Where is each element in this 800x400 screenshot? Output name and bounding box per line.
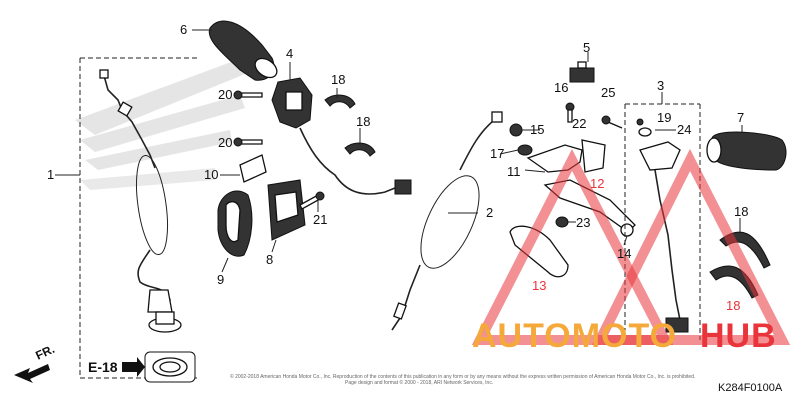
part-label-11: 11 — [507, 164, 521, 179]
throttle-cable — [99, 69, 182, 333]
part-label-16: 16 — [554, 80, 568, 95]
part-label-18-bottom: 18 — [726, 298, 740, 313]
part-label-2: 2 — [486, 205, 493, 220]
part-label-5: 5 — [583, 40, 590, 55]
part-label-20-bottom: 20 — [218, 135, 232, 150]
part-label-20-top: 20 — [218, 87, 232, 102]
clutch-switch — [569, 61, 595, 83]
diagram-code: K284F0100A — [718, 382, 783, 394]
part-label-7: 7 — [737, 110, 744, 125]
throttle-grip — [208, 20, 278, 81]
reference-tag: E-18 — [88, 359, 118, 375]
part-label-3: 3 — [657, 78, 664, 93]
e18-reference: E-18 — [88, 351, 196, 383]
bolt-and-collar — [509, 123, 533, 156]
part-label-15: 15 — [530, 122, 544, 137]
part-label-19: 19 — [657, 110, 671, 125]
watermark-text-primary: AUTOMOTO — [472, 317, 677, 355]
part-label-10: 10 — [204, 167, 218, 182]
copyright-line-2: Page design and format © 2000 - 2018, AR… — [345, 379, 493, 386]
honda-wing-emblem — [75, 55, 255, 190]
nut-23 — [555, 216, 569, 228]
screws-16-22-25 — [565, 102, 623, 129]
part-label-13: 13 — [532, 278, 546, 293]
cable-clamps-left — [324, 94, 376, 157]
arrow-front-icon — [14, 364, 50, 383]
lever-protector — [509, 225, 569, 278]
front-direction-indicator: FR. — [14, 342, 57, 383]
copyright-line-1: © 2002-2018 American Honda Motor Co., In… — [230, 373, 695, 380]
leader-lines — [192, 29, 743, 273]
part-label-18-mid: 18 — [356, 114, 370, 129]
watermark: AUTOMOTO HUB — [471, 148, 791, 355]
watermark-text-secondary: HUB — [700, 317, 777, 355]
direction-tag: FR. — [33, 342, 56, 363]
part-label-21: 21 — [313, 212, 327, 227]
arrow-right-icon — [122, 357, 145, 377]
switch-housing — [271, 77, 412, 195]
part-label-25: 25 — [601, 85, 615, 100]
switch-wiring — [636, 118, 689, 333]
part-label-14: 14 — [617, 246, 631, 261]
part-label-18-top: 18 — [331, 72, 345, 87]
part-label-9: 9 — [217, 272, 224, 287]
clutch-cable — [391, 111, 503, 331]
part-label-18-right: 18 — [734, 204, 748, 219]
part-label-24: 24 — [677, 122, 691, 137]
part-label-22: 22 — [572, 116, 586, 131]
part-label-4: 4 — [286, 46, 293, 61]
lower-housing — [217, 154, 267, 257]
part-label-17: 17 — [490, 146, 504, 161]
part-label-8: 8 — [266, 252, 273, 267]
part-label-1: 1 — [47, 167, 54, 182]
left-grip — [706, 131, 787, 171]
part-number-labels: 1 2 3 4 5 6 7 8 9 10 11 12 13 14 15 16 1… — [47, 22, 748, 313]
handlebar-clamp — [267, 179, 306, 241]
part-label-6: 6 — [180, 22, 187, 37]
screw-21 — [299, 191, 325, 210]
part-label-23: 23 — [576, 215, 590, 230]
screws-20 — [233, 90, 263, 147]
part-label-12: 12 — [590, 176, 604, 191]
